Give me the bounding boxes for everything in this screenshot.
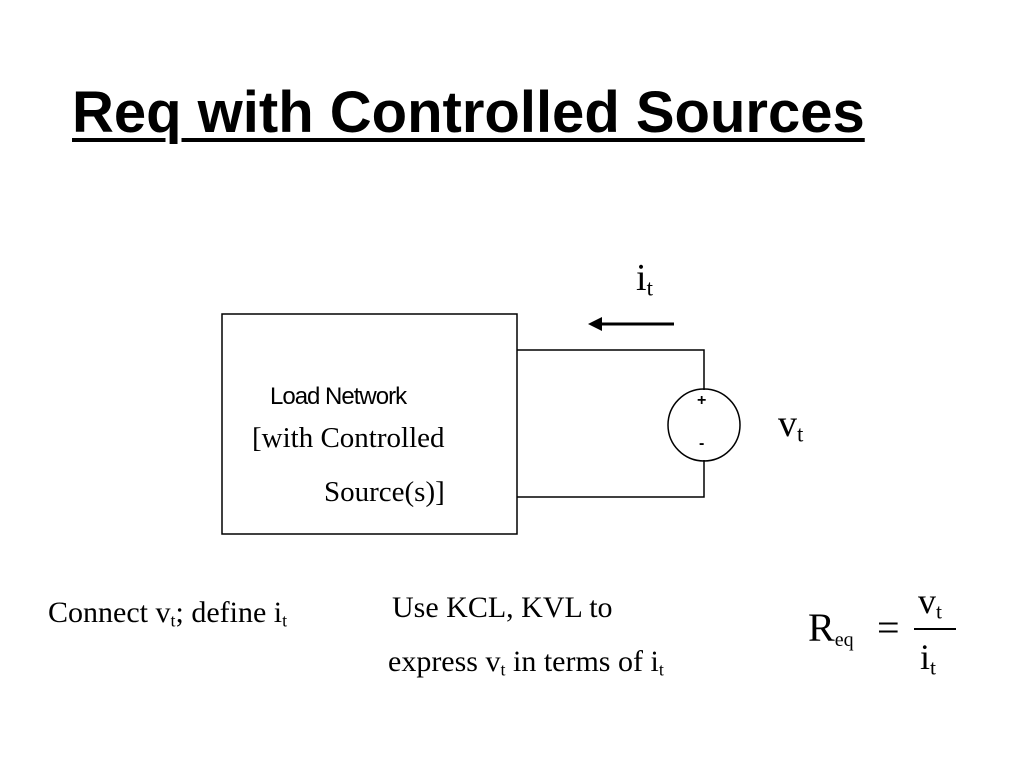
top-wire	[517, 349, 705, 390]
current-label-main: i	[636, 257, 647, 299]
step-kcl-sub2: t	[658, 659, 664, 680]
step-kcl-middle: in terms of i	[505, 645, 659, 678]
slide-title: Req with Controlled Sources	[72, 80, 865, 145]
load-network-subtitle: [with Controlled	[252, 422, 445, 454]
equation-numerator-sub: t	[936, 599, 942, 624]
current-arrow-head	[588, 317, 602, 331]
equation-lhs: Req	[808, 604, 854, 652]
current-label: it	[636, 256, 653, 302]
step-connect-middle: ; define i	[175, 596, 283, 629]
step-connect-sub2: t	[282, 610, 288, 631]
voltage-label-sub: t	[797, 421, 804, 447]
fraction-bar	[914, 628, 956, 630]
step-kcl-line2: express vt in terms of it	[388, 645, 664, 681]
source-minus-sign: -	[699, 435, 705, 452]
equation-lhs-sub: eq	[834, 629, 854, 651]
load-network-subtitle-2: Source(s)]	[324, 476, 445, 508]
load-network-box	[221, 313, 518, 535]
equation-lhs-main: R	[808, 605, 835, 650]
step-connect-sub1: t	[170, 610, 176, 631]
source-plus-sign: +	[697, 392, 707, 409]
step-connect: Connect vt; define it	[48, 596, 287, 632]
voltage-label-main: v	[778, 403, 797, 445]
equation-numerator: vt	[918, 580, 942, 624]
step-connect-prefix: Connect v	[48, 596, 171, 629]
equation-denominator-sub: t	[930, 655, 937, 680]
step-kcl-prefix: express v	[388, 645, 501, 678]
bottom-wire	[517, 460, 705, 498]
step-kcl-line1: Use KCL, KVL to	[392, 591, 613, 624]
equation-denominator: it	[920, 636, 936, 680]
voltage-label: vt	[778, 402, 803, 448]
equation-numerator-main: v	[918, 581, 936, 621]
voltage-source-circle	[667, 388, 741, 462]
load-network-label: Load Network	[270, 383, 407, 410]
equation-equals: =	[877, 605, 900, 650]
step-kcl-sub1: t	[500, 659, 506, 680]
current-label-sub: t	[646, 275, 653, 301]
equation-denominator-main: i	[920, 637, 931, 677]
